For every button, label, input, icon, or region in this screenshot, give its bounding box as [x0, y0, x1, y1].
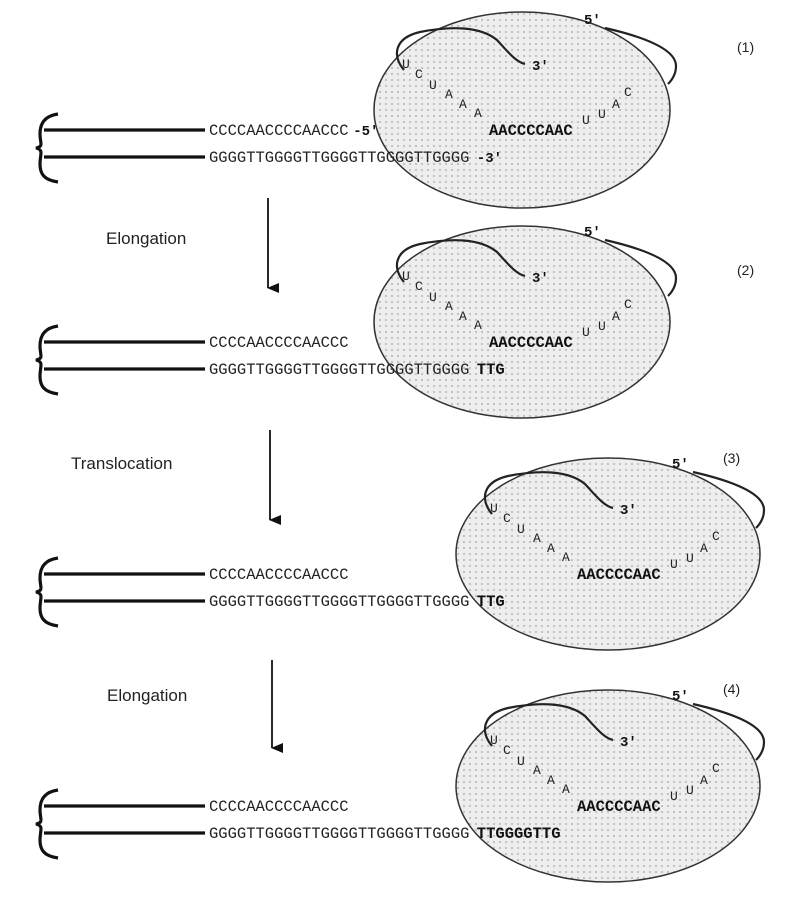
rna-right-arm	[604, 238, 678, 297]
chromosome-brace	[35, 112, 59, 184]
step-label: Translocation	[71, 454, 172, 473]
five-prime-label: 5'	[672, 689, 689, 705]
rna-loop-letter: A	[700, 773, 708, 788]
panel-number: (1)	[737, 39, 754, 55]
panel-4: CCCCAACCCCAACCC GGGGTTGGGGTTGGGGTTGGGGTTG…	[35, 681, 766, 883]
five-prime-label: 5'	[584, 225, 601, 241]
panel-number: (3)	[723, 450, 740, 466]
rna-loop-letter: U	[517, 754, 525, 769]
rna-loop-letter: U	[670, 557, 678, 572]
top-strand-sequence: CCCCAACCCCAACCC	[209, 334, 349, 352]
rna-loop-letter: A	[700, 541, 708, 556]
panel-3: CCCCAACCCCAACCC GGGGTTGGGGTTGGGGTTGGGGTTG…	[35, 450, 766, 651]
three-prime-label: 3'	[620, 503, 637, 519]
rna-loop-letter: U	[517, 522, 525, 537]
rna-left-arm	[483, 471, 614, 515]
bottom-strand-sequence: GGGGTTGGGGTTGGGGTTGGGGTTGGGG	[209, 593, 469, 611]
rna-loop-letter: A	[533, 763, 541, 778]
telomerase-oval	[373, 11, 671, 209]
rna-loop-letter: U	[598, 107, 606, 122]
rna-loop-letter: C	[415, 279, 423, 294]
rna-loop-letter: A	[445, 87, 453, 102]
rna-right-arm	[604, 26, 678, 85]
rna-loop-letter: U	[670, 789, 678, 804]
rna-loop-letter: C	[503, 511, 511, 526]
rna-template: AACCCCAAC	[577, 566, 661, 584]
rna-loop-letter: U	[490, 501, 498, 516]
rna-loop-letter: C	[624, 297, 632, 312]
rna-right-arm	[692, 470, 766, 529]
rna-loop-letter: A	[474, 318, 482, 333]
rna-loop-letter: U	[582, 325, 590, 340]
panel-number: (4)	[723, 681, 740, 697]
rna-loop-letter: A	[562, 782, 570, 797]
top-strand-sequence: CCCCAACCCCAACCC	[209, 122, 349, 140]
rna-loop-letter: A	[474, 106, 482, 121]
three-prime-label: 3'	[532, 271, 549, 287]
rna-template: AACCCCAAC	[489, 334, 573, 352]
rna-loop-letter: U	[490, 733, 498, 748]
rna-loop-letter: C	[624, 85, 632, 100]
bottom-strand-end: -3'	[477, 151, 502, 167]
chromosome-brace	[35, 324, 59, 396]
rna-loop-letter: A	[459, 97, 467, 112]
rna-loop-letter: U	[402, 57, 410, 72]
rna-loop-letter: A	[562, 550, 570, 565]
rna-loop-letter: A	[459, 309, 467, 324]
rna-loop-letter: U	[582, 113, 590, 128]
three-prime-label: 3'	[532, 59, 549, 75]
step-arrows	[267, 198, 283, 753]
bottom-strand-sequence: GGGGTTGGGGTTGGGGTTGGGGTTGGGG	[209, 149, 469, 167]
chromosome-brace	[35, 788, 59, 860]
telomerase-oval	[455, 457, 761, 651]
rna-loop-letter: A	[547, 541, 555, 556]
rna-loop-letter: C	[503, 743, 511, 758]
top-strand-sequence: CCCCAACCCCAACCC	[209, 566, 349, 584]
top-strand-sequence: CCCCAACCCCAACCC	[209, 798, 349, 816]
panel-number: (2)	[737, 262, 754, 278]
top-strand-end: -5'	[353, 124, 378, 140]
rna-loop-letter: C	[712, 761, 720, 776]
chromosome-brace	[35, 556, 59, 628]
rna-loop-letter: U	[686, 551, 694, 566]
five-prime-label: 5'	[584, 13, 601, 29]
added-nucleotides: TTG	[477, 593, 505, 611]
rna-left-arm	[395, 239, 526, 283]
rna-left-arm	[483, 703, 614, 747]
rna-right-arm	[692, 702, 766, 761]
rna-left-arm	[395, 27, 526, 71]
telomerase-oval	[455, 689, 761, 883]
rna-loop-letter: U	[686, 783, 694, 798]
panel-2: CCCCAACCCCAACCC GGGGTTGGGGTTGGGGTTGGGGTTG…	[35, 225, 754, 419]
step-label: Elongation	[107, 686, 187, 705]
rna-loop-letter: A	[533, 531, 541, 546]
three-prime-label: 3'	[620, 735, 637, 751]
rna-template: AACCCCAAC	[577, 798, 661, 816]
rna-loop-letter: A	[612, 97, 620, 112]
rna-loop-letter: U	[429, 78, 437, 93]
bottom-strand-sequence: GGGGTTGGGGTTGGGGTTGGGGTTGGGG	[209, 361, 469, 379]
step-labels: Elongation Translocation Elongation	[71, 229, 187, 705]
rna-loop-letter: A	[612, 309, 620, 324]
rna-template: AACCCCAAC	[489, 122, 573, 140]
rna-loop-letter: C	[415, 67, 423, 82]
step-label: Elongation	[106, 229, 186, 248]
rna-loop-letter: A	[547, 773, 555, 788]
telomerase-oval	[373, 225, 671, 419]
rna-loop-letter: U	[402, 269, 410, 284]
five-prime-label: 5'	[672, 457, 689, 473]
bottom-strand-sequence: GGGGTTGGGGTTGGGGTTGGGGTTGGGG	[209, 825, 469, 843]
rna-loop-letter: U	[598, 319, 606, 334]
rna-loop-letter: A	[445, 299, 453, 314]
added-nucleotides: TTG	[477, 361, 505, 379]
rna-loop-letter: U	[429, 290, 437, 305]
panel-1: CCCCAACCCCAACCC-5' GGGGTTGGGGTTGGGGTTGGGG…	[35, 11, 754, 209]
added-nucleotides: TTGGGGTTG	[477, 825, 561, 843]
rna-loop-letter: C	[712, 529, 720, 544]
